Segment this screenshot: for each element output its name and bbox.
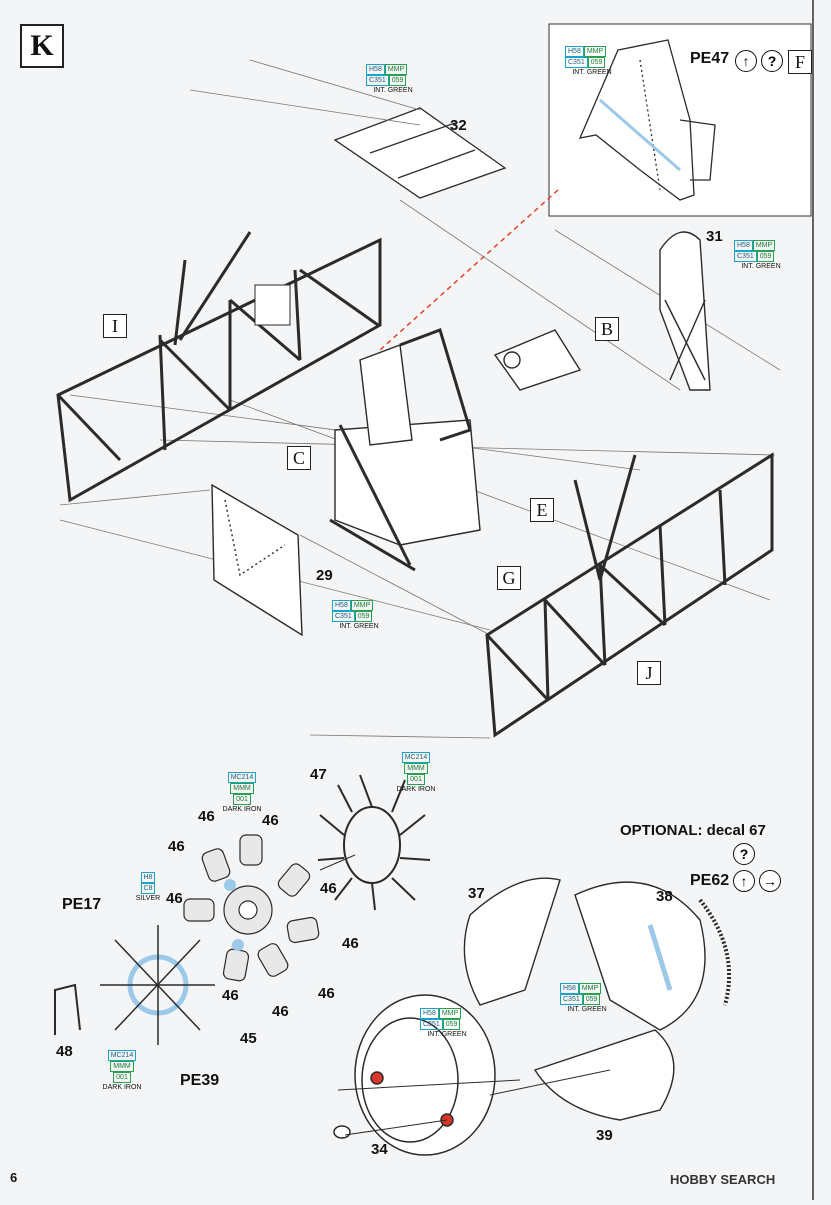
part-number-46: 46 (342, 935, 359, 952)
cowling-panels (463, 877, 732, 1121)
fuselage-frame-j (485, 452, 774, 738)
radial-engine-45 (183, 834, 320, 982)
part-number-34: 34 (371, 1141, 388, 1158)
assembly-letter-e: E (530, 498, 554, 522)
up-arrow-icon: ↑ (733, 870, 755, 892)
watermark: HOBBY SEARCH (670, 1172, 776, 1187)
part-number-46: 46 (272, 1003, 289, 1020)
part-number-46: 46 (166, 890, 183, 907)
assembly-letter-g: G (497, 566, 521, 590)
assembly-letter-j: J (637, 661, 661, 685)
part-number-31: 31 (706, 228, 723, 245)
paint-callout-dark-iron: MC214 MMM 001 DARK IRON (396, 752, 436, 793)
part-number-48: 48 (56, 1043, 73, 1060)
cockpit-seat-assembly (329, 328, 582, 572)
step-label: K (20, 24, 64, 68)
rudder-inset-drawing (578, 39, 716, 201)
exhaust-ring-47 (317, 774, 431, 911)
paint-callout-silver: H8 C8 SILVER (135, 872, 161, 902)
part-number-46: 46 (222, 987, 239, 1004)
side-panel-29 (211, 483, 303, 637)
pe62-label: PE62 (690, 872, 730, 889)
part-number-45: 45 (240, 1030, 257, 1047)
part-number-46: 46 (168, 838, 185, 855)
part-number-29: 29 (316, 567, 333, 584)
assembly-letter-b: B (595, 317, 619, 341)
pe39-label: PE39 (180, 1072, 220, 1089)
part-number-38: 38 (656, 888, 673, 905)
guide-dashed-line (379, 189, 559, 351)
question-icon: ? (733, 843, 755, 865)
question-icon: ? (761, 50, 783, 72)
right-arrow-icon: → (759, 870, 781, 892)
inset-letter-f: F (788, 50, 812, 74)
paint-callout-dark-iron: MC214 MMM 001 DARK IRON (222, 772, 262, 813)
pe47-label: PE47 (690, 50, 730, 67)
assembly-letter-c: C (287, 446, 311, 470)
assembly-letter-i: I (103, 314, 127, 338)
part-number-46: 46 (262, 812, 279, 829)
part-number-46: 46 (198, 808, 215, 825)
part-number-37: 37 (468, 885, 485, 902)
part-number-32: 32 (450, 117, 467, 134)
part-number-46: 46 (318, 985, 335, 1002)
part-number-47: 47 (310, 766, 327, 783)
guide-lines (59, 59, 781, 739)
cowling-ring-34 (333, 994, 496, 1156)
paint-callout-dark-iron: MC214 MMM 001 DARK IRON (102, 1050, 142, 1091)
part-number-39: 39 (596, 1127, 613, 1144)
pe17-label: PE17 (62, 896, 102, 913)
floor-panel-32 (333, 107, 507, 199)
page-number: 6 (10, 1170, 18, 1185)
up-arrow-icon: ↑ (735, 50, 757, 72)
assembly-arrows (319, 854, 611, 1136)
optional-note: OPTIONAL: decal 67 (620, 822, 766, 839)
part-number-46: 46 (320, 880, 337, 897)
tail-fin-31 (659, 231, 711, 391)
engine-mount-pe17 (54, 925, 215, 1045)
fuselage-frame-i (56, 231, 382, 503)
